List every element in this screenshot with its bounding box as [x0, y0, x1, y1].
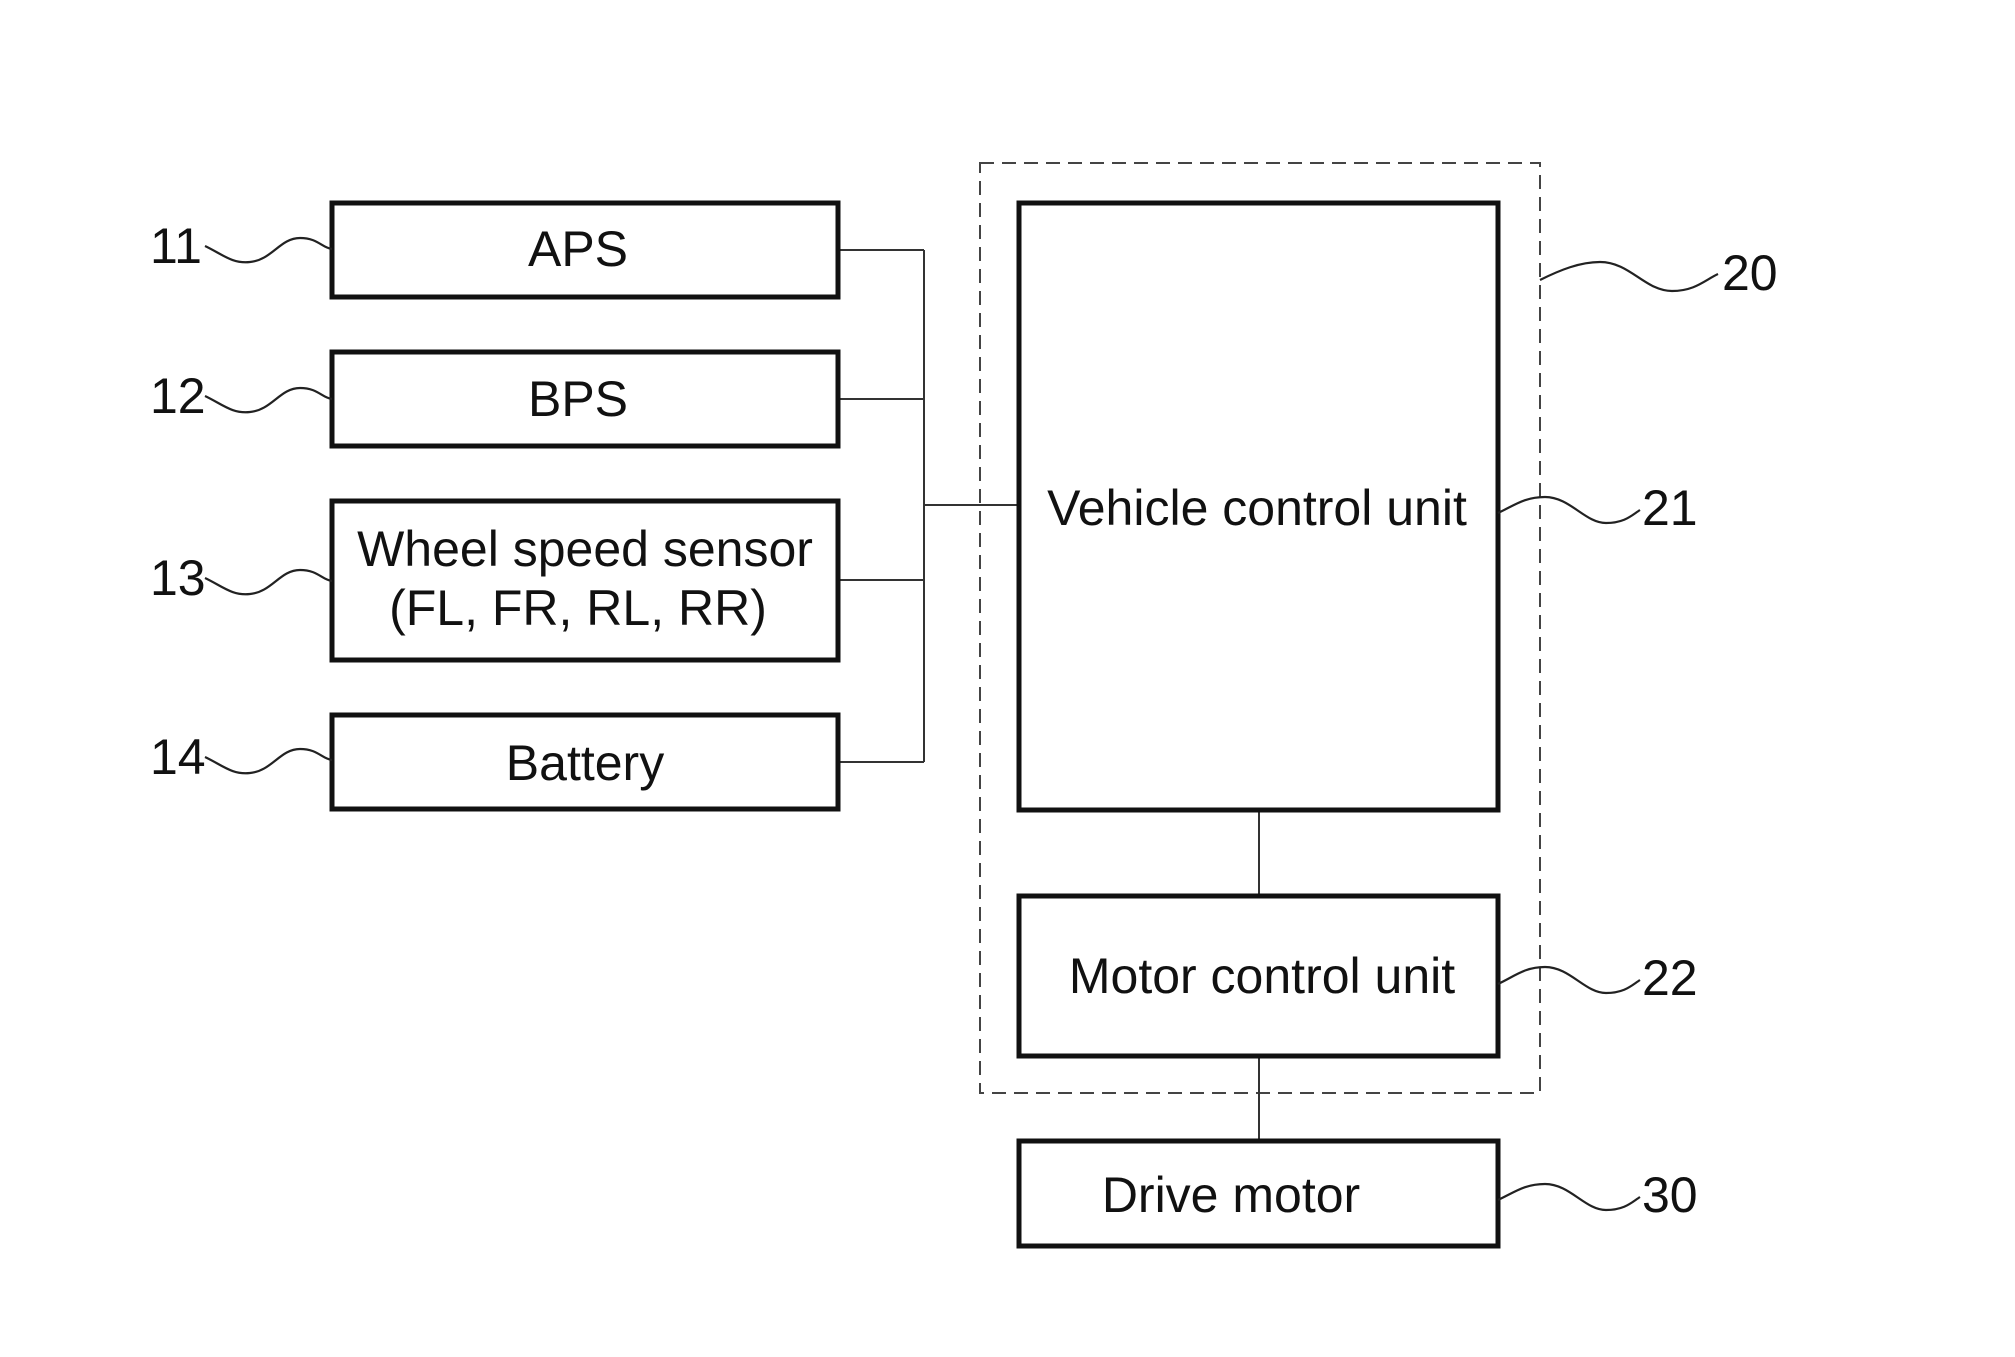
ref-numeral-13: 13	[150, 550, 206, 606]
wheel-speed-sensor-label-line2: (FL, FR, RL, RR)	[389, 580, 767, 636]
aps-label: APS	[528, 221, 628, 277]
block-motor-control-unit: Motor control unit	[1016, 893, 1501, 1059]
ref-numeral-22: 22	[1642, 950, 1698, 1006]
block-bps: BPS	[329, 349, 841, 449]
motor-control-unit-label: Motor control unit	[1069, 948, 1455, 1004]
leader-line-22	[1497, 965, 1641, 995]
vehicle-control-unit-label: Vehicle control unit	[1047, 480, 1467, 536]
block-battery: Battery	[329, 712, 841, 812]
sensor-bus-wiring	[838, 249, 1019, 763]
vehicle-control-unit-box	[1016, 200, 1501, 813]
ref-14: 14	[150, 729, 333, 785]
ref-numeral-21: 21	[1642, 480, 1698, 536]
ref-13: 13	[150, 550, 333, 606]
ref-21: 21	[1497, 480, 1698, 536]
ref-numeral-20: 20	[1722, 245, 1778, 301]
ref-30: 30	[1497, 1167, 1698, 1223]
ref-numeral-30: 30	[1642, 1167, 1698, 1223]
ref-12: 12	[150, 368, 333, 424]
ref-numeral-14: 14	[150, 729, 206, 785]
motor-control-unit-box	[1016, 893, 1501, 1059]
leader-line-21	[1497, 495, 1641, 525]
aps-box	[329, 200, 841, 300]
block-vehicle-control-unit: Vehicle control unit	[1016, 200, 1501, 813]
battery-box	[329, 712, 841, 812]
ref-numeral-12: 12	[150, 368, 206, 424]
leader-line-14	[204, 747, 333, 775]
drive-motor-box	[1016, 1138, 1501, 1249]
block-drive-motor: Drive motor	[1016, 1138, 1501, 1249]
ref-22: 22	[1497, 950, 1698, 1006]
block-wheel-speed-sensor: Wheel speed sensor (FL, FR, RL, RR)	[329, 498, 841, 663]
drive-motor-label: Drive motor	[1102, 1167, 1360, 1223]
leader-line-11	[204, 236, 333, 264]
leader-line-30	[1497, 1182, 1641, 1212]
leader-line-20	[1539, 260, 1719, 293]
battery-label: Battery	[506, 735, 664, 791]
wheel-speed-sensor-box	[329, 498, 841, 663]
ref-numeral-11: 11	[150, 218, 202, 274]
leader-line-12	[204, 386, 333, 414]
bps-label: BPS	[528, 371, 628, 427]
leader-line-13	[204, 568, 333, 596]
ref-20: 20	[1539, 245, 1778, 301]
block-aps: APS	[329, 200, 841, 300]
ref-11: 11	[150, 218, 333, 274]
wheel-speed-sensor-label-line1: Wheel speed sensor	[357, 521, 813, 577]
